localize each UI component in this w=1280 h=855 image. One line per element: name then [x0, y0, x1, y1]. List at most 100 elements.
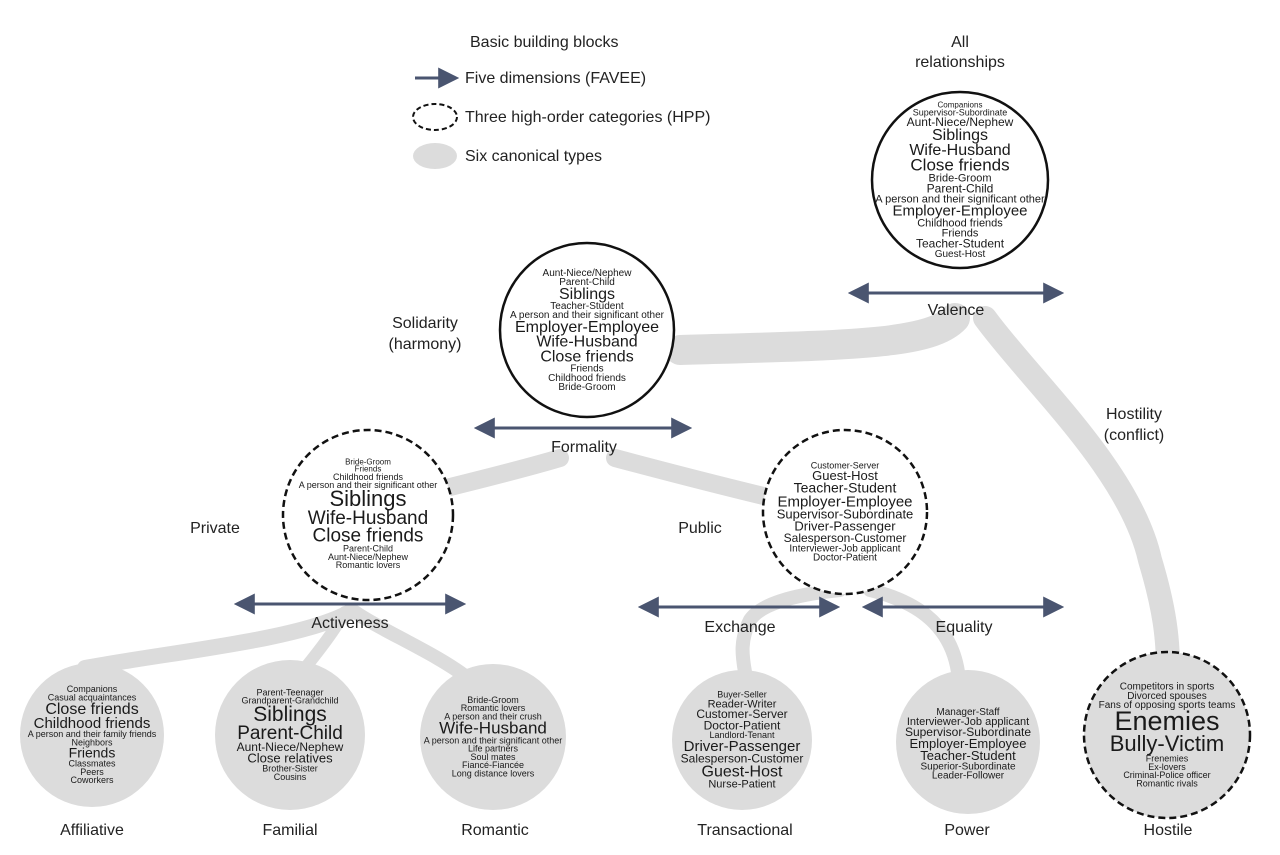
node-transactional: Buyer-SellerReader-WriterCustomer-Server…: [672, 670, 812, 810]
cloud-term: Companions: [67, 684, 118, 694]
label-line: All: [951, 34, 969, 51]
cloud-term: Teacher-Student: [550, 301, 624, 312]
label-hostile: Hostile: [1144, 822, 1193, 839]
cloud-term: Parent-Child: [927, 181, 994, 195]
cloud-term: Frenemies: [1146, 754, 1189, 764]
cloud-term: Criminal-Police officer: [1123, 770, 1210, 780]
cloud-term: Cousins: [274, 772, 307, 782]
cloud-term: Companions: [938, 100, 983, 109]
cloud-term: Ex-lovers: [1148, 762, 1186, 772]
label-line: Hostility: [1106, 406, 1162, 423]
cloud-term: Coworkers: [70, 775, 114, 785]
cloud-term: A person and their significant other: [875, 194, 1045, 206]
flow-bands: [77, 303, 1180, 687]
cloud-term: Interviewer-Job applicant: [907, 716, 1029, 728]
label-hostility: Hostility(conflict): [1104, 406, 1164, 444]
cloud-term: Close relatives: [247, 751, 333, 766]
cloud-term: Supervisor-Subordinate: [913, 108, 1008, 118]
cloud-term: Enemies: [1114, 706, 1219, 736]
cloud-term: Guest-Host: [812, 468, 878, 483]
node-solidarity: Aunt-Niece/NephewParent-ChildSiblingsTea…: [498, 241, 676, 419]
cloud-term: Leader-Follower: [932, 771, 1005, 782]
cloud-term: Siblings: [253, 703, 327, 726]
cloud-term: Wife-Husband: [439, 719, 547, 738]
cloud-term: Wife-Husband: [308, 508, 428, 529]
cloud-term: Fans of opposing sports teams: [1099, 700, 1236, 711]
cloud-term: Landlord-Tenant: [709, 730, 775, 740]
flow-formality-to-public: [606, 449, 789, 509]
cloud-term: Childhood friends: [917, 218, 1003, 230]
cloud-familial: Parent-TeenagerGrandparent-GrandchildSib…: [237, 687, 344, 782]
cloud-term: Divorced spouses: [1127, 691, 1206, 702]
label-line: Solidarity: [392, 315, 458, 332]
cloud-term: Siblings: [329, 486, 406, 511]
cloud-term: Neighbors: [71, 738, 113, 748]
node-public: Customer-ServerGuest-HostTeacher-Student…: [761, 428, 929, 596]
flow-exchange-to-transactional: [735, 583, 847, 679]
cloud-term: Siblings: [559, 286, 615, 303]
legend-types-label: Six canonical types: [465, 148, 602, 165]
cloud-public: Customer-ServerGuest-HostTeacher-Student…: [777, 461, 914, 564]
cloud-term: Friends: [942, 228, 979, 240]
cloud-term: Teacher-Student: [920, 748, 1016, 763]
node-transactional-circle: [672, 670, 812, 810]
cloud-term: Parent-Child: [559, 277, 615, 288]
legend-title: Basic building blocks: [470, 34, 619, 51]
node-affiliative-circle: [20, 663, 164, 807]
cloud-term: Romantic lovers: [461, 703, 526, 713]
label-exchange: Exchange: [704, 619, 775, 636]
label-line: (harmony): [389, 336, 462, 353]
label-formality: Formality: [551, 439, 617, 456]
cloud-term: Close friends: [313, 526, 424, 547]
cloud-term: Friends: [355, 465, 382, 474]
cloud-term: Parent-Teenager: [256, 687, 323, 697]
legend-dimensions-label: Five dimensions (FAVEE): [465, 70, 646, 87]
cloud-term: Employer-Employee: [909, 736, 1026, 751]
cloud-term: Employer-Employee: [515, 319, 659, 336]
label-equality: Equality: [936, 619, 993, 636]
cloud-term: Driver-Passenger: [684, 738, 801, 755]
cloud-term: Close friends: [910, 155, 1009, 174]
label-line: relationships: [915, 54, 1005, 71]
node-all-circle: [870, 90, 1050, 270]
flow-formality-to-private: [421, 449, 569, 501]
legend: Basic building blocks Five dimensions (F…: [412, 34, 710, 169]
cloud-term: A person and their crush: [444, 711, 542, 721]
cloud-term: A person and their significant other: [424, 735, 563, 745]
cloud-term: Childhood friends: [548, 373, 626, 384]
cloud-term: Bride-Groom: [558, 382, 615, 393]
label-public: Public: [678, 520, 722, 537]
cloud-term: Aunt-Niece/Nephew: [543, 268, 633, 279]
label-valence: Valence: [928, 302, 985, 319]
flow-activeness-to-romantic: [348, 605, 477, 687]
cloud-term: Supervisor-Subordinate: [905, 725, 1031, 739]
cloud-term: Childhood friends: [34, 715, 151, 732]
cloud-term: Close friends: [540, 348, 633, 365]
cloud-term: Employer-Employee: [777, 493, 912, 510]
cloud-term: A person and their significant other: [299, 480, 438, 490]
cloud-term: Aunt-Niece/Nephew: [907, 115, 1014, 129]
label-all-relationships: All relationships: [915, 34, 1005, 71]
legend-dashed-circle-icon: [412, 103, 458, 131]
cloud-all: CompanionsSupervisor-SubordinateAunt-Nie…: [875, 100, 1045, 260]
cloud-term: Brother-Sister: [262, 764, 318, 774]
cloud-term: Parent-Child: [343, 544, 393, 554]
cloud-term: Reader-Writer: [708, 698, 777, 710]
cloud-term: Peers: [80, 767, 104, 777]
cloud-term: Wife-Husband: [909, 142, 1010, 159]
node-solidarity-circle: [498, 241, 676, 419]
cloud-solidarity: Aunt-Niece/NephewParent-ChildSiblingsTea…: [510, 268, 665, 393]
cloud-term: Bride-Groom: [929, 172, 992, 184]
cloud-term: Guest-Host: [702, 764, 783, 781]
cloud-term: Close friends: [45, 701, 138, 718]
label-romantic: Romantic: [461, 822, 529, 839]
flow-activeness-to-affiliative: [77, 604, 358, 676]
dimension-arrows: [233, 282, 1065, 618]
cloud-term: Competitors in sports: [1120, 682, 1214, 693]
